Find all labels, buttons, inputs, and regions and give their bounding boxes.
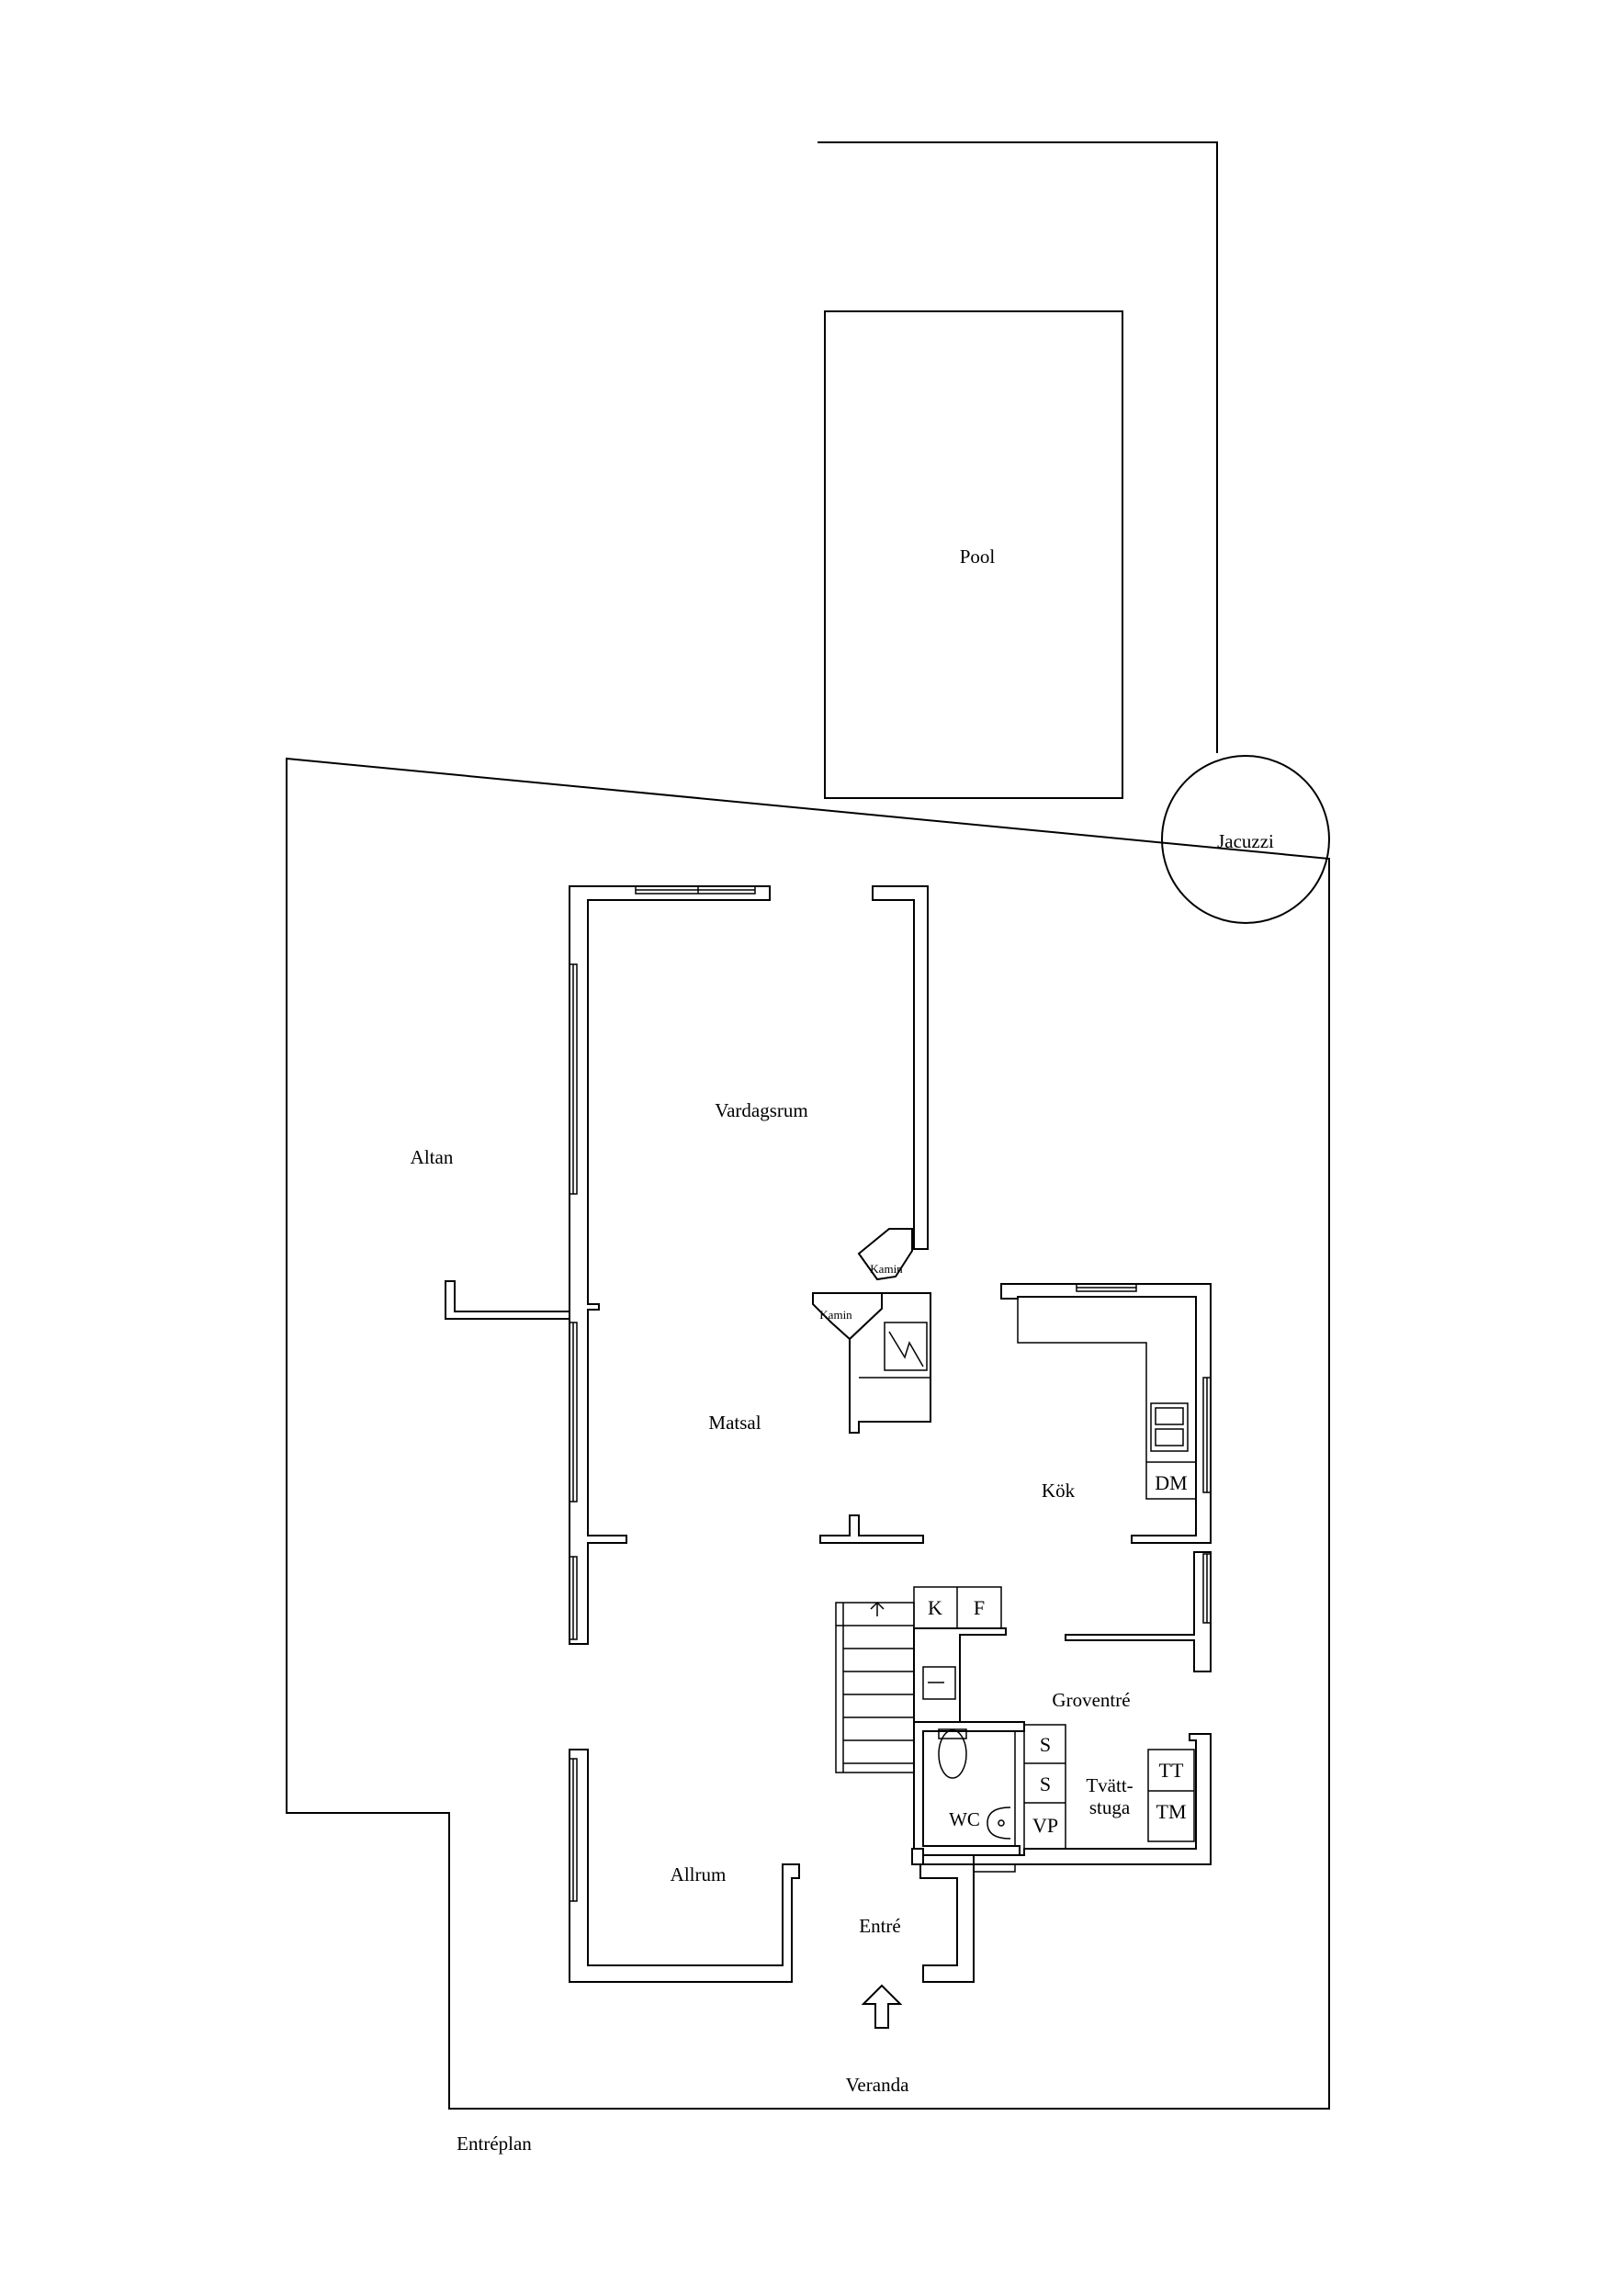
- dryer-washer: [1147, 1749, 1195, 1842]
- label-tm: TM: [1156, 1800, 1187, 1823]
- label-wc: WC: [949, 1808, 980, 1830]
- wall-allrum: [569, 1749, 800, 1983]
- window-entre: [973, 1863, 1016, 1873]
- label-groventre: Groventré: [1052, 1689, 1130, 1711]
- kitchen-sink-bowl-1: [1155, 1407, 1184, 1425]
- partition-stub: [819, 1514, 924, 1544]
- label-altan: Altan: [411, 1146, 454, 1168]
- wall-wc: [913, 1721, 1025, 1856]
- wc-sink: [987, 1806, 1011, 1840]
- label-veranda: Veranda: [846, 2074, 909, 2096]
- kitchen-sink-bowl-2: [1155, 1428, 1184, 1446]
- label-entre: Entré: [859, 1915, 900, 1937]
- stair-treads: [836, 1601, 914, 1773]
- stair: [835, 1602, 915, 1773]
- plan-title: Entréplan: [457, 2133, 532, 2155]
- label-s1: S: [1040, 1733, 1051, 1756]
- label-tt: TT: [1159, 1759, 1184, 1782]
- wall-living-east: [872, 885, 929, 1250]
- pool: [824, 310, 1123, 799]
- chimney-inner: [884, 1322, 928, 1371]
- label-allrum: Allrum: [671, 1863, 727, 1885]
- label-vardagsrum: Vardagsrum: [715, 1099, 807, 1121]
- wall-kitchen-north: [1000, 1283, 1212, 1544]
- label-jacuzzi: Jacuzzi: [1217, 830, 1274, 852]
- label-kamin-lower: Kamin: [819, 1308, 852, 1322]
- jacuzzi: [1161, 755, 1330, 924]
- label-vp: VP: [1032, 1814, 1058, 1837]
- label-matsal: Matsal: [708, 1412, 761, 1434]
- label-kok: Kök: [1042, 1480, 1076, 1502]
- lot-outline: [286, 141, 1330, 2110]
- label-f: F: [974, 1596, 985, 1619]
- chimney-block: [849, 1292, 931, 1434]
- kitchen-counter: [1017, 1297, 1196, 1500]
- wall-entre: [919, 1863, 975, 1983]
- toilet: [938, 1729, 967, 1779]
- wall-entre-door: [911, 1848, 924, 1865]
- label-tvattstuga-1: Tvätt-: [1086, 1774, 1133, 1796]
- flue-symbol: [888, 1331, 924, 1367]
- wall-living-west: [569, 885, 771, 1645]
- label-pool: Pool: [960, 546, 996, 568]
- label-tvattstuga-2: stuga: [1089, 1796, 1131, 1818]
- wall-fridge: [913, 1627, 1007, 1723]
- utility-sink: [922, 1666, 956, 1700]
- toilet-tank: [938, 1728, 967, 1739]
- kamin-upper: [857, 1228, 913, 1281]
- wc-sink-drain: [998, 1819, 1005, 1827]
- entry-arrow: [861, 1984, 903, 2029]
- label-dm: DM: [1155, 1471, 1187, 1494]
- altan-balcony: [445, 1280, 570, 1320]
- wall-kitchen-east-lower: [1065, 1551, 1212, 1672]
- wall-laundry: [973, 1733, 1212, 1865]
- label-k: K: [928, 1596, 942, 1619]
- kitchen-sink: [1150, 1402, 1189, 1452]
- label-s2: S: [1040, 1773, 1051, 1795]
- label-kamin-upper: Kamin: [870, 1262, 903, 1276]
